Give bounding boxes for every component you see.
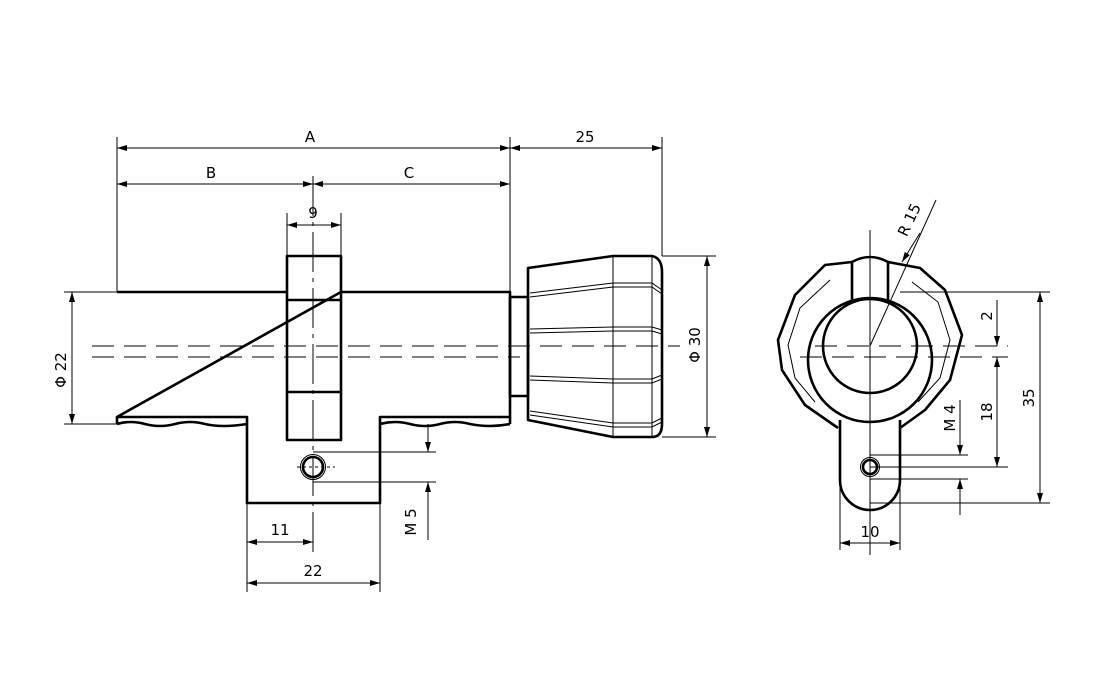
body-bottom-wave (116, 420, 511, 428)
knob (526, 254, 664, 439)
dimensions (839, 199, 1050, 550)
knob-ridges (529, 282, 663, 428)
dim-screw-label: M 5 (402, 508, 420, 535)
knob-outline (776, 260, 964, 430)
dim-offset-label: 2 (978, 311, 996, 321)
end-view: R 15 2 18 35 M 4 10 (776, 199, 1050, 555)
dim-a-label: A (305, 128, 316, 146)
dim-hole-height-label: 18 (978, 402, 996, 421)
side-view: A 25 B C 9 Φ 22 Φ 30 M 5 11 22 (52, 128, 716, 592)
dim-c-label: C (404, 164, 414, 182)
dim-body-diameter-label: Φ 22 (52, 352, 70, 388)
dim-cam-width-label: 9 (308, 204, 318, 222)
dim-hole-offset-label: 11 (270, 521, 289, 539)
dim-total-height-label: 35 (1020, 388, 1038, 407)
dim-b-label: B (206, 164, 216, 182)
dim-screw-label: M 4 (941, 404, 959, 431)
dim-tab-width-label: 10 (860, 523, 879, 541)
cam (285, 254, 343, 442)
dim-knob-diameter-label: Φ 30 (686, 327, 704, 363)
dim-base-width-label: 22 (303, 562, 322, 580)
dimensions (64, 137, 716, 592)
dim-knob-length-label: 25 (575, 128, 594, 146)
